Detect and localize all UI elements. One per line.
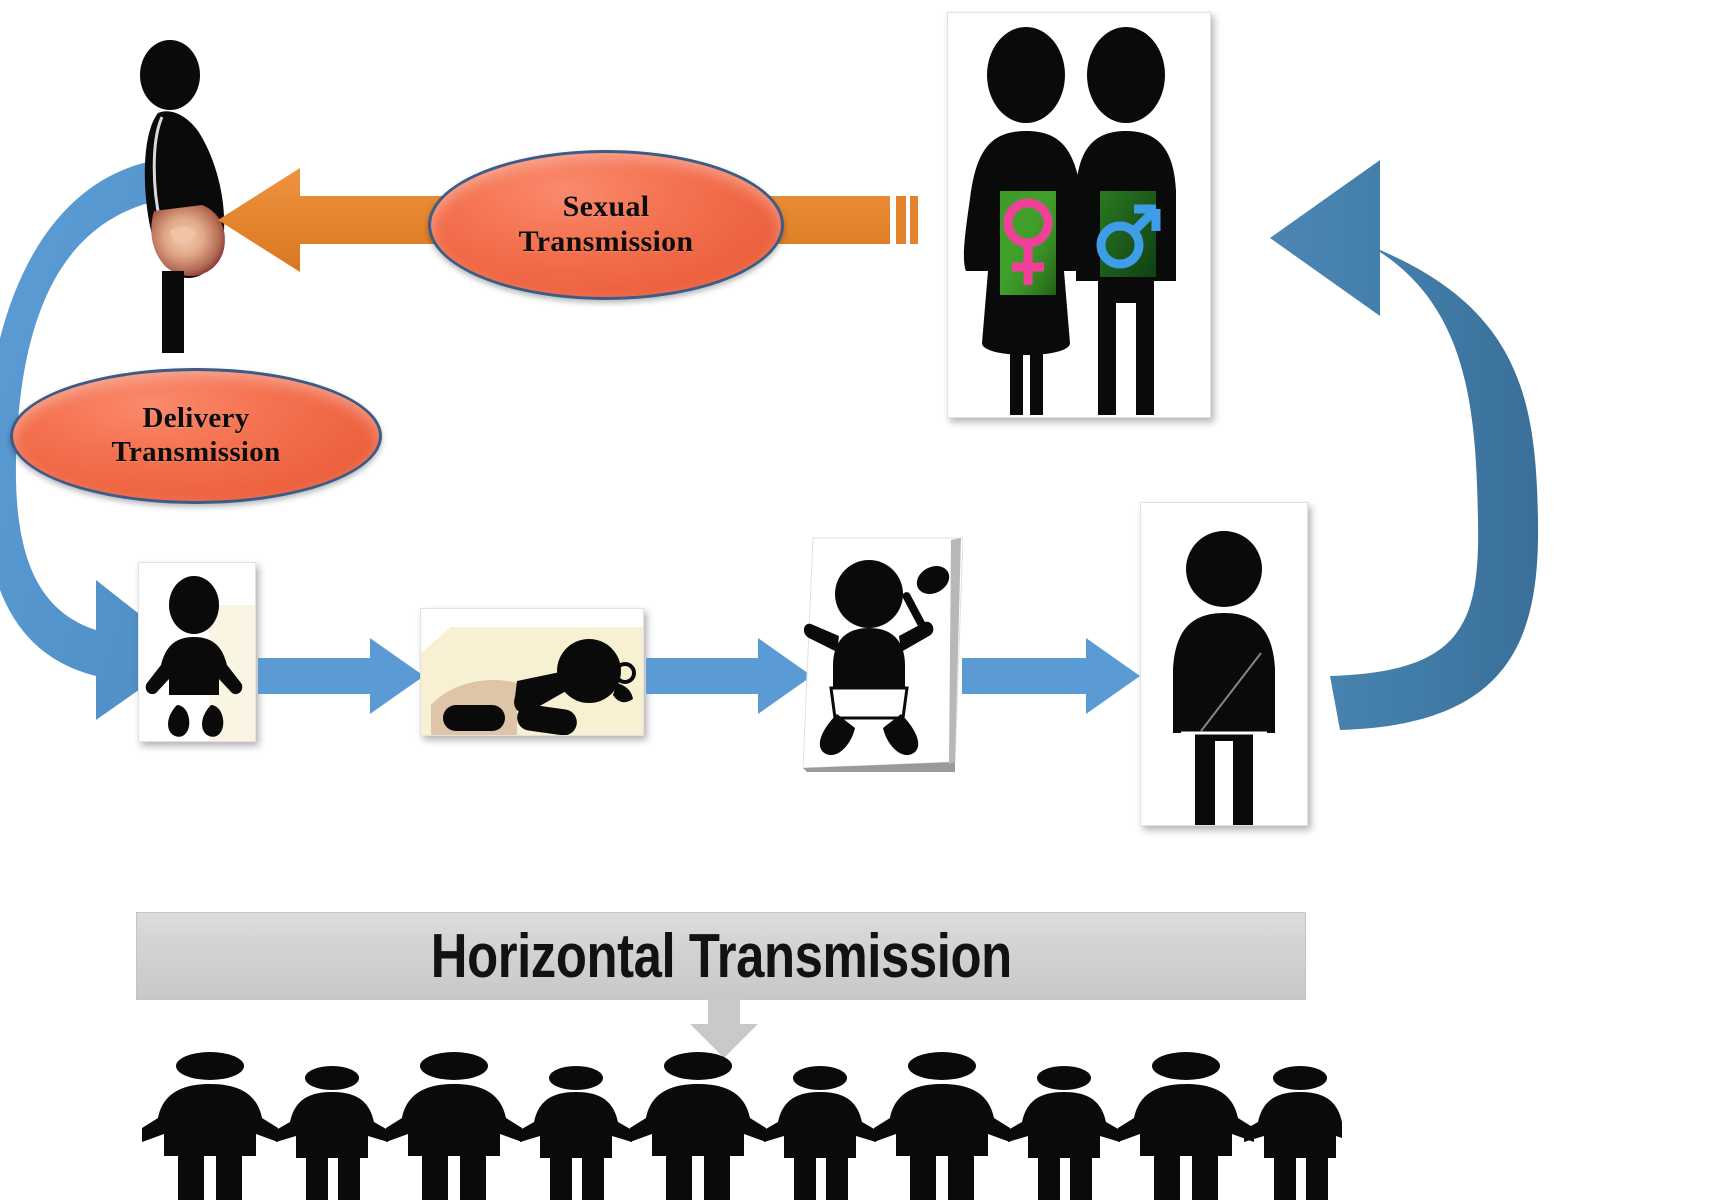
toddler-to-adult-arrow bbox=[962, 638, 1140, 714]
adult-person-icon bbox=[1173, 531, 1275, 825]
banner-label: Horizontal Transmission bbox=[430, 921, 1012, 991]
callout-delivery-line1: Delivery bbox=[142, 402, 250, 435]
newborn-to-crawling-arrow bbox=[258, 638, 424, 714]
adult-couple-icon bbox=[963, 27, 1176, 415]
crawling-to-toddler-arrow bbox=[646, 638, 812, 714]
crawling-baby-icon bbox=[421, 609, 643, 736]
toddler-with-rattle-icon bbox=[802, 537, 964, 772]
callout-sexual-transmission[interactable]: Sexual Transmission bbox=[428, 150, 784, 300]
couple-card bbox=[947, 12, 1211, 418]
crowd-holding-hands-icon bbox=[142, 1052, 1342, 1200]
crawling-baby-card bbox=[420, 608, 644, 736]
callout-sexual-line1: Sexual bbox=[562, 190, 650, 224]
callout-delivery-transmission[interactable]: Delivery Transmission bbox=[10, 368, 382, 504]
pregnant-woman-icon bbox=[140, 40, 225, 353]
newborn-card bbox=[138, 562, 256, 742]
horizontal-transmission-banner: Horizontal Transmission bbox=[136, 912, 1306, 1000]
adult-to-couple-arrow bbox=[1270, 160, 1539, 730]
newborn-baby-icon bbox=[145, 576, 255, 741]
callout-sexual-line2: Transmission bbox=[518, 225, 694, 258]
banner-down-arrow bbox=[690, 996, 758, 1058]
adult-card bbox=[1140, 502, 1308, 826]
callout-delivery-line2: Transmission bbox=[111, 436, 281, 468]
toddler-card bbox=[802, 532, 964, 772]
